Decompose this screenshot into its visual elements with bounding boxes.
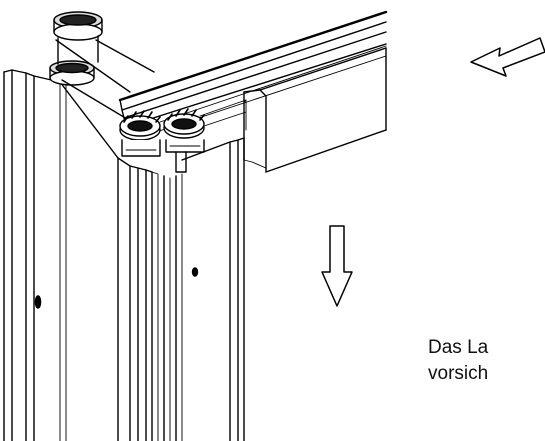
vertical-frame-profile [3, 69, 245, 441]
pivot-assembly [49, 11, 205, 173]
clamp-knob-left [119, 110, 161, 141]
instruction-text-line-2: vorsich [428, 363, 489, 384]
arrow-down-outline-icon [321, 225, 353, 307]
clamp-knob-right [163, 108, 205, 139]
screw-hole-left [34, 295, 42, 309]
instruction-text-line-1: Das La [428, 337, 489, 358]
screw-hole-right [191, 267, 199, 277]
arrow-left-outline-icon [470, 37, 545, 77]
top-rail-profile [118, 10, 388, 173]
